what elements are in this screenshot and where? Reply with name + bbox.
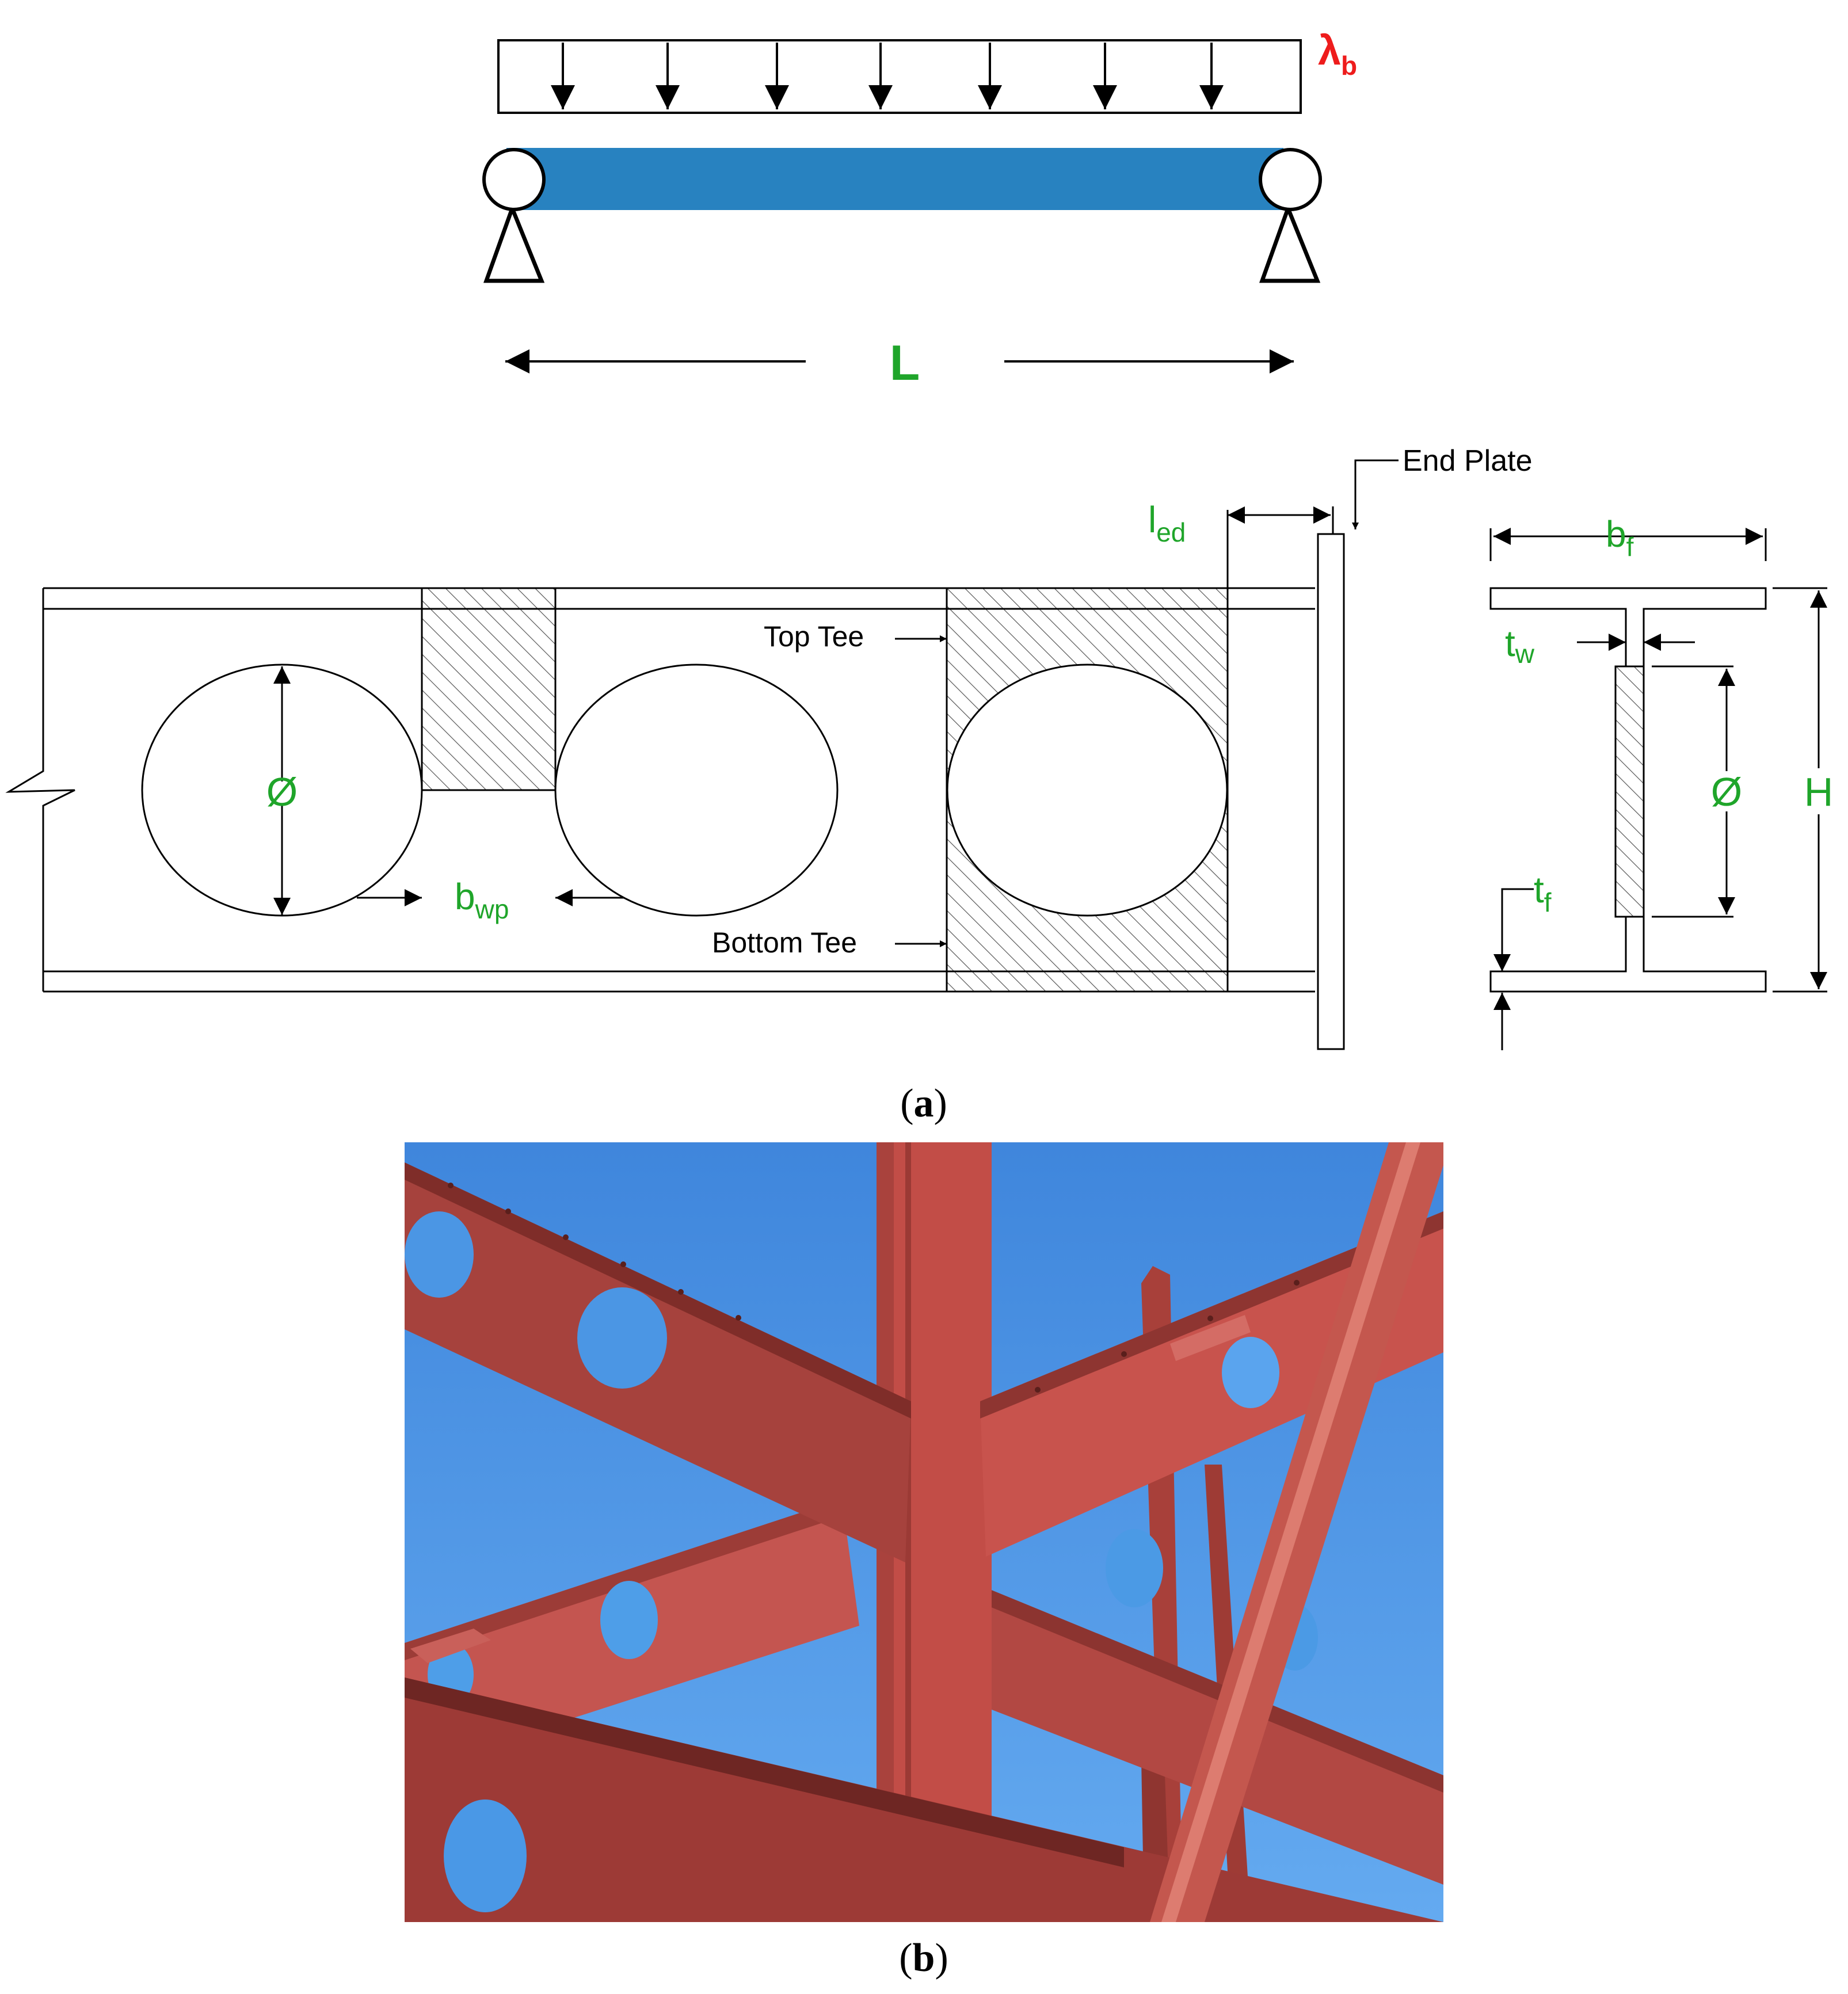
caption-a: (a) — [900, 1081, 947, 1126]
load-label: λb — [1318, 28, 1357, 81]
left-pin-support — [482, 148, 546, 283]
beam-loading-diagram: λb L — [482, 28, 1357, 391]
load-arrows — [551, 43, 1224, 109]
cellular-beam-elevation: Ø bwp Top Tee Bottom Tee led End Plate — [5, 444, 1533, 1050]
web-opening-2 — [554, 664, 839, 917]
height-label: H — [1804, 769, 1834, 814]
end-plate-label: End Plate — [1403, 444, 1533, 478]
top-tee-label: Top Tee — [764, 620, 864, 653]
caption-b: (b) — [899, 1936, 948, 1980]
beam — [506, 148, 1283, 210]
right-pin-support — [1259, 148, 1322, 283]
span-label: L — [890, 335, 920, 391]
bf-label: bf — [1606, 513, 1634, 562]
web-opening-hatch — [1614, 665, 1645, 918]
end-plate — [1317, 533, 1345, 1050]
diameter-label: Ø — [266, 769, 298, 814]
web-opening-1 — [141, 664, 423, 917]
tw-label: tw — [1505, 623, 1535, 669]
led-label: led — [1148, 499, 1186, 547]
bottom-tee-label: Bottom Tee — [712, 927, 857, 959]
tf-label: tf — [1534, 869, 1552, 917]
web-post-hatch — [421, 587, 557, 791]
steel-frame-photo — [405, 1142, 1443, 1922]
distributed-load-box — [497, 39, 1302, 114]
cross-section: bf tw Ø tf H — [1489, 513, 1834, 1050]
cs-diameter-label: Ø — [1711, 769, 1742, 814]
web-opening-3 — [946, 664, 1228, 917]
bwp-label: bwp — [455, 876, 509, 924]
